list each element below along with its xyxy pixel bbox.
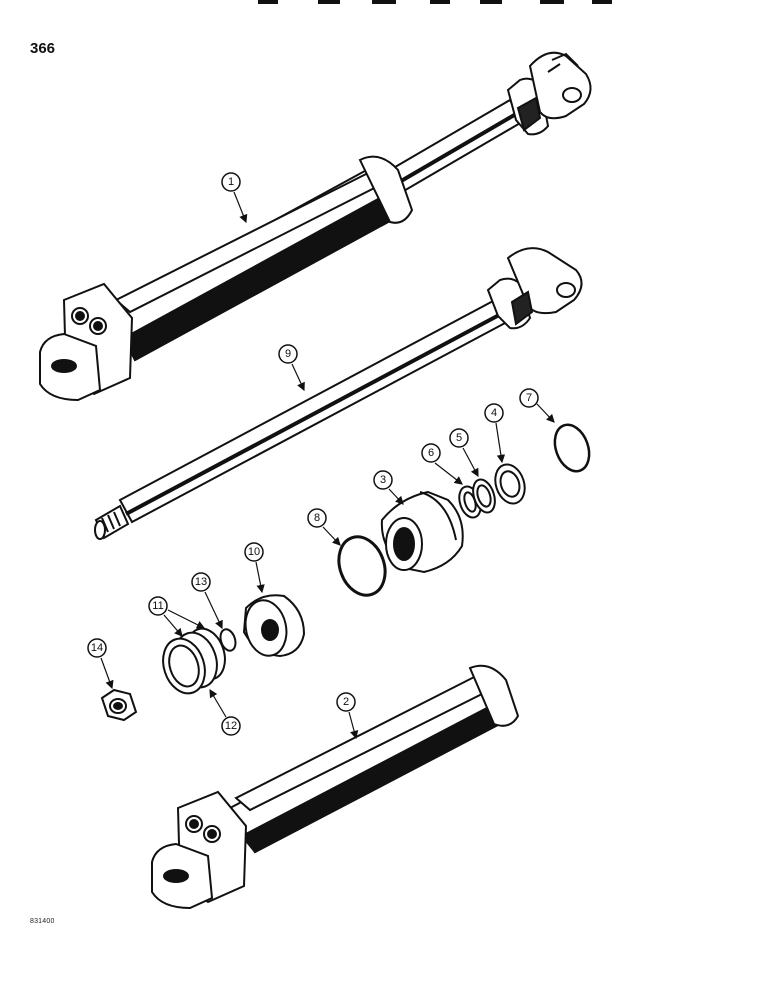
figure-code: 831400 bbox=[30, 918, 55, 925]
callout-7: 7 bbox=[519, 388, 555, 423]
callout-label: 5 bbox=[456, 432, 462, 444]
cylinder-barrel bbox=[151, 664, 520, 910]
callout-label: 1 bbox=[228, 176, 234, 188]
callout-label: 7 bbox=[526, 392, 532, 404]
callout-label: 13 bbox=[195, 576, 207, 588]
callout-label: 2 bbox=[343, 696, 349, 708]
callout-label: 4 bbox=[491, 407, 497, 419]
callout-label: 12 bbox=[225, 720, 237, 732]
callout-11: 11 bbox=[148, 596, 206, 637]
callout-label: 14 bbox=[91, 642, 103, 654]
callout-4: 4 bbox=[484, 403, 506, 464]
callout-9: 9 bbox=[278, 344, 305, 392]
piston-10 bbox=[242, 594, 306, 658]
wiper-4 bbox=[494, 463, 526, 505]
snap-ring-7 bbox=[553, 423, 591, 473]
callout-6: 6 bbox=[421, 443, 463, 485]
callout-3: 3 bbox=[373, 470, 404, 505]
callout-14: 14 bbox=[87, 638, 114, 690]
callout-5: 5 bbox=[449, 428, 479, 478]
callout-label: 8 bbox=[314, 512, 320, 524]
rod-gland bbox=[380, 490, 464, 574]
hex-nut-14 bbox=[100, 688, 138, 722]
cropped-header-marks bbox=[258, 0, 612, 4]
callout-1: 1 bbox=[221, 172, 248, 224]
callout-10: 10 bbox=[244, 542, 265, 594]
callout-label: 9 bbox=[285, 348, 291, 360]
assembled-cylinder bbox=[39, 51, 592, 402]
ring-5 bbox=[472, 478, 496, 514]
page-number: 366 bbox=[30, 40, 56, 57]
piston-seal-11-12 bbox=[162, 627, 226, 695]
callout-2: 2 bbox=[336, 692, 359, 740]
callout-label: 11 bbox=[152, 600, 163, 612]
callout-12: 12 bbox=[209, 688, 241, 736]
callout-8: 8 bbox=[307, 508, 341, 546]
callout-13: 13 bbox=[191, 572, 223, 630]
callout-label: 6 bbox=[428, 447, 434, 459]
callout-label: 3 bbox=[380, 474, 386, 486]
o-ring-8 bbox=[337, 535, 387, 597]
piston-rod bbox=[94, 247, 583, 540]
callout-label: 10 bbox=[248, 546, 260, 558]
